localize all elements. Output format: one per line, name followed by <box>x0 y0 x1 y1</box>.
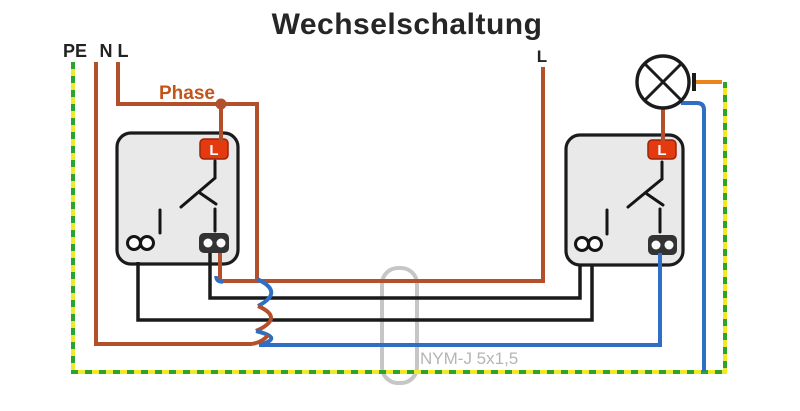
l-label: L <box>118 41 129 61</box>
switch2-terminal-circles-icon <box>574 236 603 252</box>
phase-feed-wire <box>116 62 259 279</box>
cable-sheath-outline <box>380 266 419 385</box>
switch1-body <box>115 131 240 266</box>
switch2-box: L <box>564 133 685 267</box>
crossover-hop-blue-1 <box>256 277 274 308</box>
switch2-l-badge: L <box>647 139 677 160</box>
crossover-hop-blue-2 <box>255 329 274 347</box>
n-feed-wire <box>94 62 252 346</box>
cable-type-label: NYM-J 5x1,5 <box>420 349 518 368</box>
neutral-run-wire <box>259 253 662 347</box>
n-label: N <box>100 41 113 61</box>
switched-phase-wire <box>218 67 545 283</box>
diagram-title: Wechselschaltung <box>272 8 543 41</box>
switch1-l-badge: L <box>199 138 229 160</box>
switch1-l-badge-label: L <box>209 142 218 159</box>
pe-label: PE <box>63 41 87 61</box>
phase-label: Phase <box>159 83 215 104</box>
correspondent-wire-1 <box>208 253 582 300</box>
lamp-cross-icon <box>643 62 683 102</box>
phase-junction-dot <box>215 98 227 110</box>
switch1-symbol <box>158 159 218 235</box>
switch2-terminal-block <box>648 235 677 255</box>
crossover-brown-hook <box>251 333 270 346</box>
wires <box>71 62 727 374</box>
lamp-neutral-wire <box>681 101 706 371</box>
switch1-terminal-block <box>199 233 229 253</box>
switch2-l-badge-label: L <box>657 142 666 159</box>
lamp-symbol <box>635 54 696 110</box>
switch1-box: L <box>115 131 240 266</box>
pe-wire-green-dashes <box>71 62 727 374</box>
mid-l-label: L <box>537 47 547 66</box>
switch2-symbol <box>605 160 665 236</box>
switch2-body <box>564 133 685 267</box>
crossover-hop-brown <box>255 304 273 333</box>
switch1-terminal-circles-icon <box>126 235 155 251</box>
crossover-blue-elbow <box>214 275 224 284</box>
correspondent-wire-2 <box>136 262 594 322</box>
